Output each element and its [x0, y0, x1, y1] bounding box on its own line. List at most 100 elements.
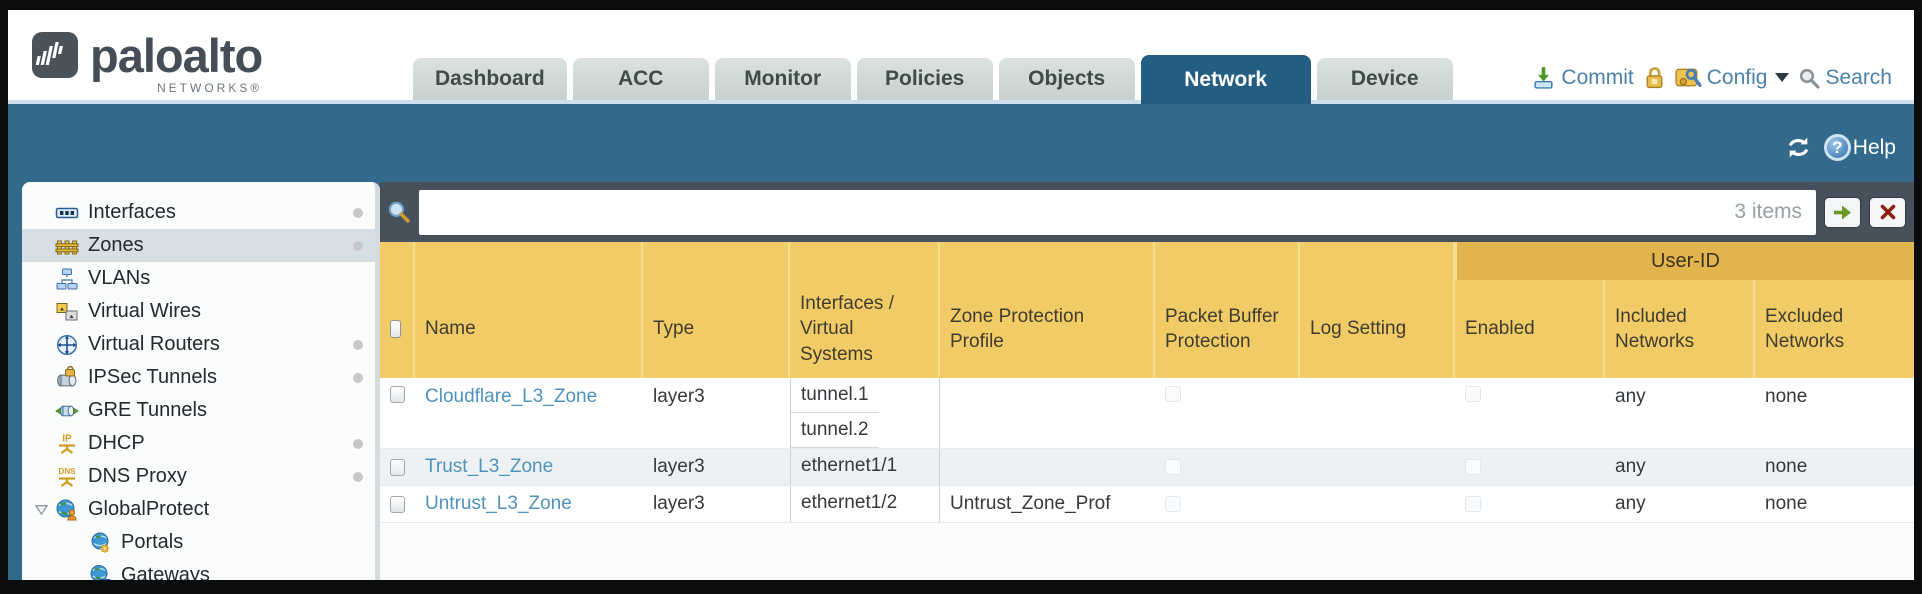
sidebar-item-virtual-routers[interactable]: Virtual Routers: [22, 328, 375, 361]
zone-name-cell: Cloudflare_L3_Zone: [415, 378, 643, 448]
status-dot: [353, 438, 363, 449]
dns-proxy-icon: DNS: [54, 465, 80, 489]
zone-name-link[interactable]: Untrust_L3_Zone: [425, 493, 572, 514]
sidebar-item-label: DHCP: [88, 432, 145, 454]
config-label: Config: [1706, 65, 1768, 89]
portals-icon: [87, 531, 113, 555]
zone-name-cell: Untrust_L3_Zone: [415, 486, 643, 522]
expander-icon[interactable]: [34, 502, 54, 517]
packet-buffer-checkbox: [1165, 496, 1181, 512]
sidebar-item-label: GRE Tunnels: [88, 399, 207, 421]
apply-filter-button[interactable]: [1824, 196, 1861, 228]
zones-icon: [54, 234, 80, 258]
column-header-enabled[interactable]: Enabled: [1455, 242, 1605, 378]
sidebar-item-globalprotect[interactable]: GlobalProtect: [22, 493, 375, 526]
user-id-enabled-cell: [1455, 449, 1605, 485]
sidebar-item-dhcp[interactable]: IP DHCP: [22, 427, 375, 460]
sub-header-band: ? Help: [8, 104, 1914, 188]
sidebar-item-portals[interactable]: Portals: [22, 526, 375, 559]
tab-objects[interactable]: Objects: [998, 58, 1135, 100]
clear-filter-button[interactable]: [1869, 196, 1906, 228]
select-all-checkbox[interactable]: [390, 320, 401, 338]
log-setting-cell: [1300, 449, 1455, 485]
sidebar-item-label: Virtual Routers: [88, 333, 220, 355]
gateways-icon: [87, 564, 113, 580]
status-dot: [353, 372, 363, 383]
sidebar-item-dns-proxy[interactable]: DNS DNS Proxy: [22, 460, 375, 493]
filter-input[interactable]: [419, 189, 1816, 235]
tab-acc[interactable]: ACC: [572, 58, 709, 100]
zone-protection-profile-cell: Untrust_Zone_Prof: [950, 493, 1111, 514]
zone-interface: tunnel.1: [791, 378, 879, 413]
tab-network[interactable]: Network: [1140, 55, 1311, 104]
paloalto-logo: paloalto NETWORKS®: [32, 29, 263, 95]
search-label: Search: [1825, 65, 1892, 89]
sidebar-item-interfaces[interactable]: Interfaces: [22, 196, 375, 229]
included-networks-cell: any: [1615, 493, 1646, 514]
row-select-checkbox[interactable]: [390, 458, 405, 476]
sidebar-item-gateways[interactable]: Gateways: [22, 559, 375, 580]
column-header-packet-buffer-protection[interactable]: Packet Buffer Protection: [1155, 242, 1300, 378]
sidebar-item-gre-tunnels[interactable]: GRE Tunnels: [22, 394, 375, 427]
help-button[interactable]: ? Help: [1823, 134, 1896, 161]
row-select-checkbox[interactable]: [390, 495, 405, 513]
user-id-group-header: User-ID: [1455, 242, 1914, 280]
commit-icon: [1534, 67, 1553, 89]
column-header-interfaces[interactable]: Interfaces / Virtual Systems: [790, 242, 940, 378]
packet-buffer-protection-cell: [1155, 449, 1300, 485]
config-icon: [1675, 68, 1702, 87]
dhcp-icon: IP: [54, 432, 80, 456]
column-header-included-networks[interactable]: Included Networks: [1605, 242, 1755, 378]
column-header-type[interactable]: Type: [643, 242, 790, 378]
sidebar-item-ipsec-tunnels[interactable]: IPSec Tunnels: [22, 361, 375, 394]
search-button[interactable]: Search: [1798, 66, 1892, 90]
status-dot: [353, 471, 363, 482]
row-select-checkbox[interactable]: [390, 386, 405, 403]
green-arrow-icon: [1834, 205, 1851, 219]
log-setting-cell: [1300, 378, 1455, 448]
svg-text:DNS: DNS: [59, 467, 77, 476]
zone-protection-profile-cell: [940, 378, 1155, 448]
commit-button[interactable]: Commit: [1531, 65, 1634, 90]
item-count: 3 items: [1734, 200, 1802, 223]
log-setting-cell: [1300, 486, 1455, 522]
lock-button[interactable]: [1643, 65, 1666, 90]
row-select-cell: [380, 449, 415, 485]
tab-policies[interactable]: Policies: [856, 58, 993, 100]
zone-name-link[interactable]: Cloudflare_L3_Zone: [425, 386, 598, 407]
lock-icon: [1646, 67, 1663, 89]
column-header-log-setting[interactable]: Log Setting: [1300, 242, 1455, 378]
status-dot: [353, 207, 363, 218]
sidebar-item-label: Interfaces: [88, 201, 176, 223]
column-header-excluded-networks[interactable]: Excluded Networks: [1765, 305, 1845, 352]
sidebar-item-label: DNS Proxy: [88, 465, 187, 487]
zones-panel: 3 items User-ID Name Typ: [380, 182, 1914, 580]
column-header-zone-protection-profile[interactable]: Zone Protection Profile: [940, 242, 1155, 378]
zone-name-cell: Trust_L3_Zone: [415, 449, 643, 485]
zone-name-link[interactable]: Trust_L3_Zone: [425, 456, 554, 477]
column-header-name[interactable]: Name: [415, 242, 643, 378]
zone-protection-profile-cell: [940, 449, 1155, 485]
tab-device[interactable]: Device: [1316, 58, 1453, 100]
header-utilities: Commit Config: [1531, 65, 1892, 90]
brand-subtext: NETWORKS®: [157, 81, 263, 95]
brand-text: paloalto: [90, 29, 263, 82]
refresh-icon[interactable]: [1785, 136, 1812, 159]
config-menu-button[interactable]: Config: [1675, 65, 1790, 90]
sidebar-item-virtual-wires[interactable]: Virtual Wires: [22, 295, 375, 328]
help-icon: ?: [1823, 134, 1851, 161]
user-id-enabled-cell: [1455, 486, 1605, 522]
sidebar-item-vlans[interactable]: VLANs: [22, 262, 375, 295]
zone-interface: ethernet1/1: [801, 455, 898, 476]
sidebar-item-zones[interactable]: Zones: [22, 229, 375, 262]
tab-monitor[interactable]: Monitor: [714, 58, 851, 100]
zone-type-cell: layer3: [653, 456, 705, 477]
filter-search-icon: [388, 201, 410, 223]
tab-dashboard[interactable]: Dashboard: [413, 58, 567, 100]
